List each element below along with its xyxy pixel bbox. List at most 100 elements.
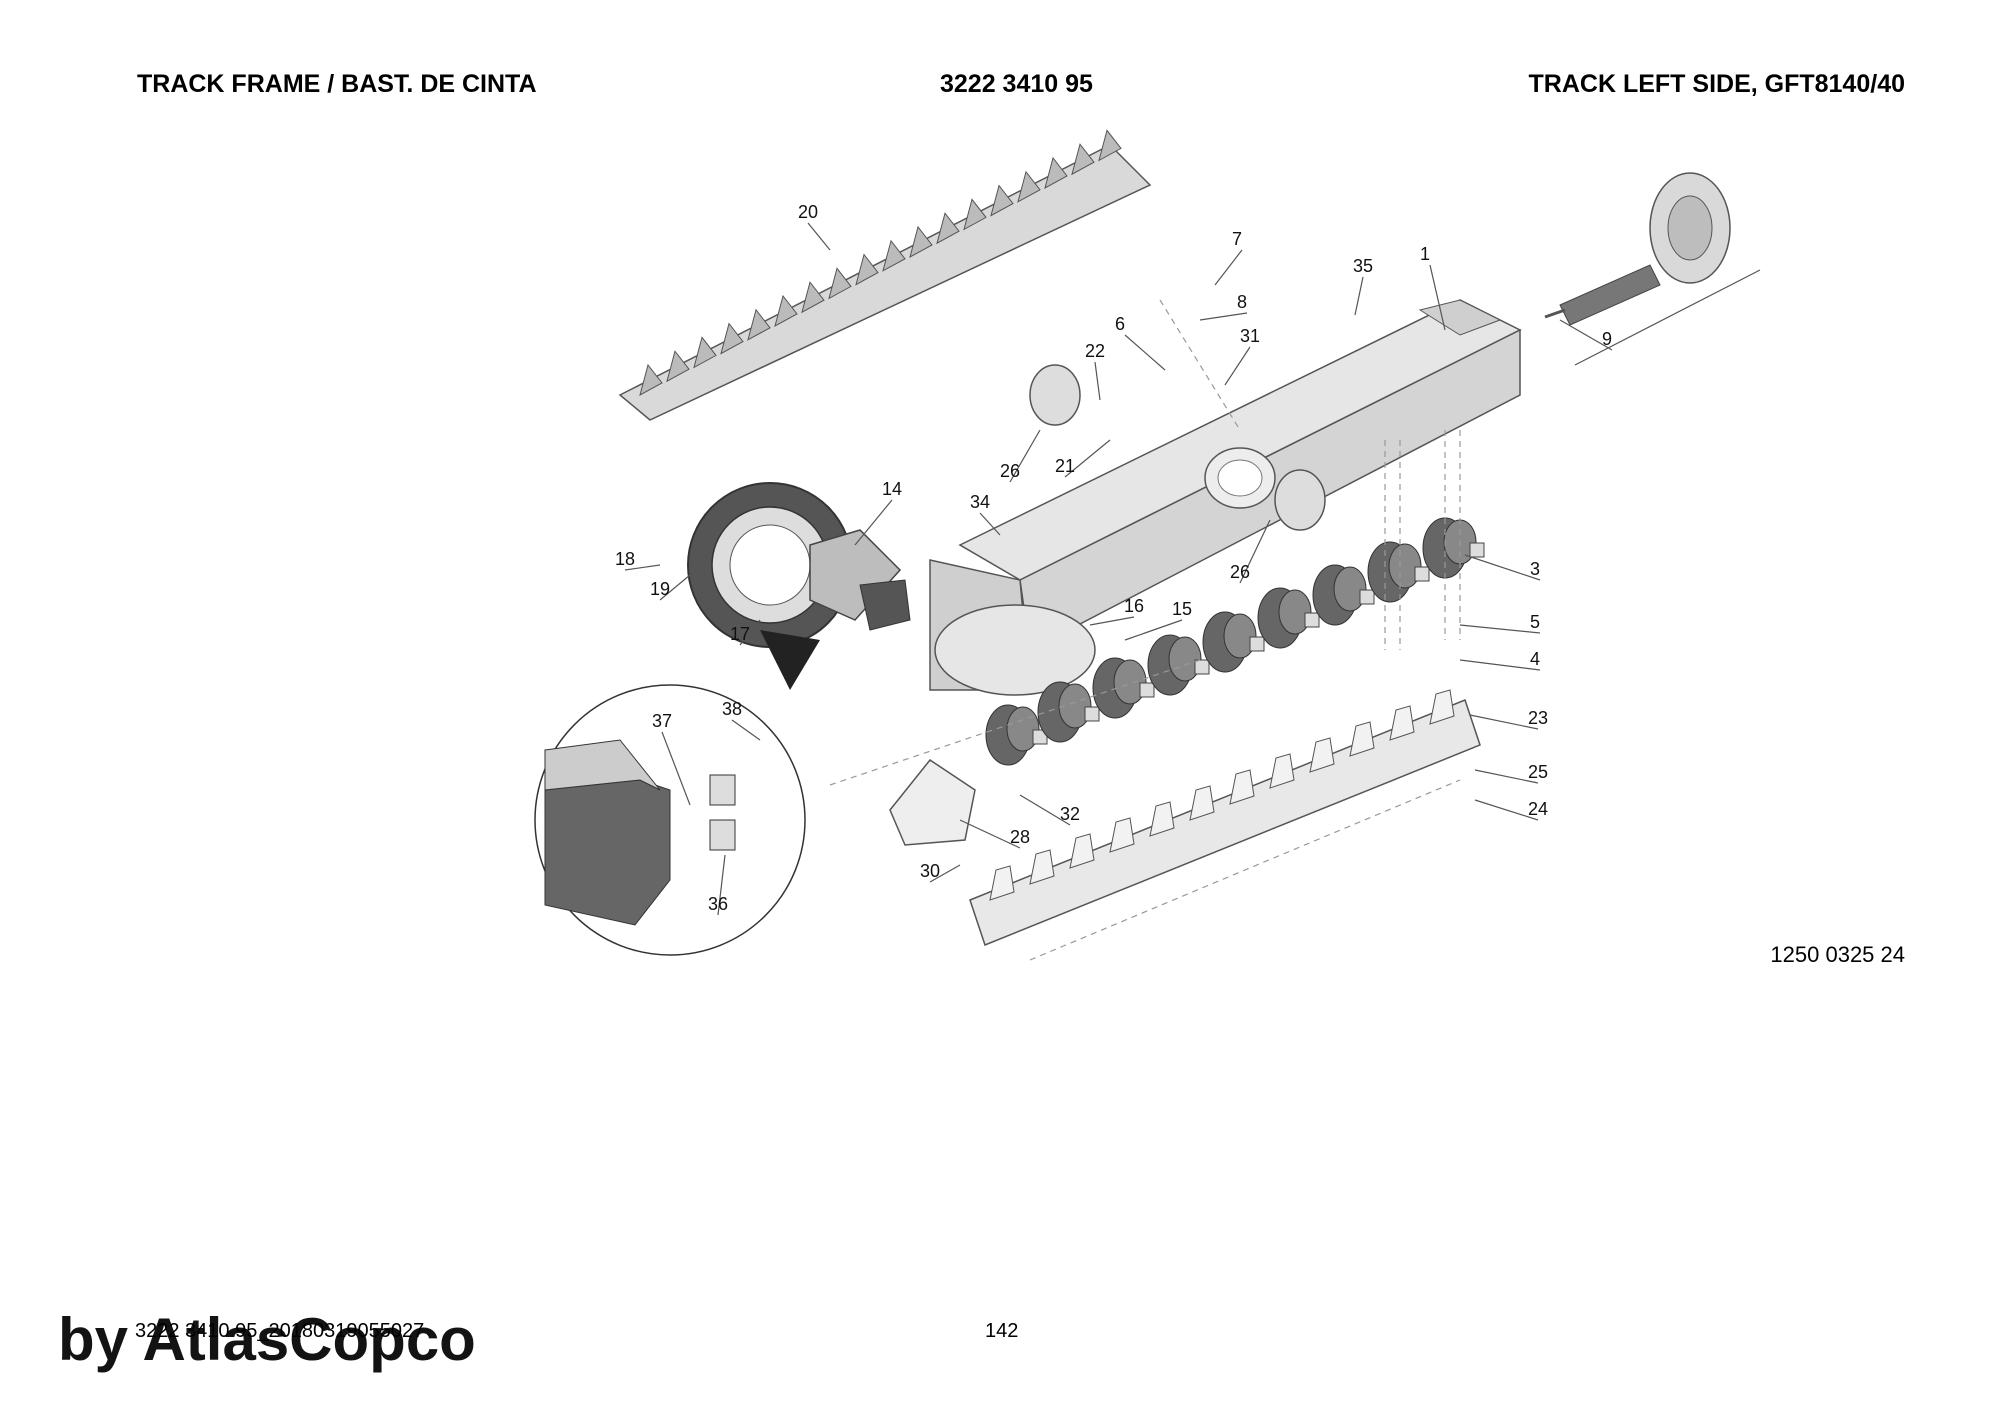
callout-labels: 1345678914151617181920212223242526262830… (615, 202, 1613, 916)
callout: 28 (959, 819, 1030, 849)
callout-label: 35 (1353, 256, 1373, 276)
track-roller (1422, 517, 1485, 579)
track-roller (1367, 541, 1430, 603)
callout-label: 23 (1528, 708, 1548, 728)
chain-tooth (909, 225, 933, 258)
page-number: 142 (985, 1320, 1019, 1342)
chain-tooth (774, 294, 798, 327)
track-roller (1312, 564, 1375, 626)
callout-label: 19 (650, 579, 670, 599)
guard-finger (1349, 721, 1375, 757)
guard-finger (1109, 817, 1135, 853)
callout: 1 (1420, 244, 1446, 331)
callout-label: 38 (722, 699, 742, 719)
chain-tooth (666, 350, 690, 383)
callout: 18 (615, 549, 661, 571)
callout: 32 (1019, 794, 1080, 826)
track-chain-teeth (639, 129, 1122, 396)
callout-label: 16 (1124, 596, 1144, 616)
chain-tooth (720, 322, 744, 355)
callout-label: 9 (1602, 329, 1612, 349)
callout-label: 17 (730, 624, 750, 644)
callout: 26 (1000, 429, 1041, 483)
callout-label: 7 (1232, 229, 1242, 249)
callout-label: 6 (1115, 314, 1125, 334)
track-roller (1147, 634, 1210, 696)
guard-finger (989, 865, 1015, 901)
chain-tooth (855, 253, 879, 286)
callout: 24 (1474, 799, 1548, 821)
callout: 9 (1559, 319, 1613, 351)
track-roller (1092, 657, 1155, 719)
guard-finger (1029, 849, 1055, 885)
guard-finger (1229, 769, 1255, 805)
callout-label: 21 (1055, 456, 1075, 476)
callout: 6 (1115, 314, 1166, 371)
callout-label: 34 (970, 492, 990, 512)
callout-label: 4 (1530, 649, 1540, 669)
callout: 22 (1085, 341, 1105, 401)
callout: 16 (1089, 596, 1144, 626)
bushing-lower (1274, 469, 1326, 531)
chain-tooth (1071, 143, 1095, 176)
chain-tooth (639, 363, 663, 396)
footer-document-id: 3222 3410 95_20180319055027 (135, 1320, 425, 1342)
callout: 37 (652, 711, 691, 806)
callout: 20 (798, 202, 831, 251)
track-roller (1202, 611, 1265, 673)
callout-label: 37 (652, 711, 672, 731)
idler-assembly (1544, 172, 1761, 366)
callout: 25 (1474, 762, 1548, 784)
track-guard-fingers (989, 689, 1455, 901)
guard-finger (1149, 801, 1175, 837)
track-guard (969, 689, 1481, 946)
callout: 17 (730, 619, 761, 646)
chain-tooth (1017, 170, 1041, 203)
callout: 26 (1230, 519, 1271, 584)
detail-view (534, 630, 820, 956)
guard-finger (1069, 833, 1095, 869)
callout-label: 22 (1085, 341, 1105, 361)
callout: 7 (1214, 229, 1243, 286)
callout: 30 (920, 861, 961, 883)
callout-label: 24 (1528, 799, 1548, 819)
callout-label: 31 (1240, 326, 1260, 346)
callout: 5 (1459, 612, 1541, 634)
callout: 31 (1224, 326, 1260, 386)
callout-label: 18 (615, 549, 635, 569)
track-roller (985, 704, 1048, 766)
callout-label: 26 (1230, 562, 1250, 582)
drawing-number: 1250 0325 24 (1770, 942, 1905, 967)
track-frame-body (929, 299, 1522, 696)
chain-tooth (747, 308, 771, 341)
chain-tooth (936, 212, 960, 245)
bushing-upper (1029, 364, 1081, 426)
chain-tooth (882, 239, 906, 272)
track-roller (1257, 587, 1320, 649)
chain-tooth (801, 281, 825, 314)
callout-label: 25 (1528, 762, 1548, 782)
watermark: by AtlasCopco (58, 1306, 476, 1373)
chain-tooth (828, 267, 852, 300)
callout-label: 8 (1237, 292, 1247, 312)
callout-label: 26 (1000, 461, 1020, 481)
callout: 35 (1353, 256, 1373, 316)
guard-finger (1189, 785, 1215, 821)
guard-finger (1269, 753, 1295, 789)
callout-label: 36 (708, 894, 728, 914)
callout-label: 28 (1010, 827, 1030, 847)
construction-lines (829, 299, 1461, 961)
callout: 34 (970, 492, 1001, 536)
header-title: TRACK FRAME / BAST. DE CINTA (137, 70, 537, 98)
track-chain (618, 129, 1152, 421)
callout-label: 14 (882, 479, 902, 499)
chain-tooth (963, 198, 987, 231)
callout-label: 1 (1420, 244, 1430, 264)
guard-finger (1429, 689, 1455, 725)
callout: 19 (650, 574, 691, 601)
callout-label: 32 (1060, 804, 1080, 824)
callout: 3 (1464, 554, 1541, 581)
chain-tooth (990, 184, 1014, 217)
callout-label: 20 (798, 202, 818, 222)
callout: 4 (1459, 649, 1541, 671)
